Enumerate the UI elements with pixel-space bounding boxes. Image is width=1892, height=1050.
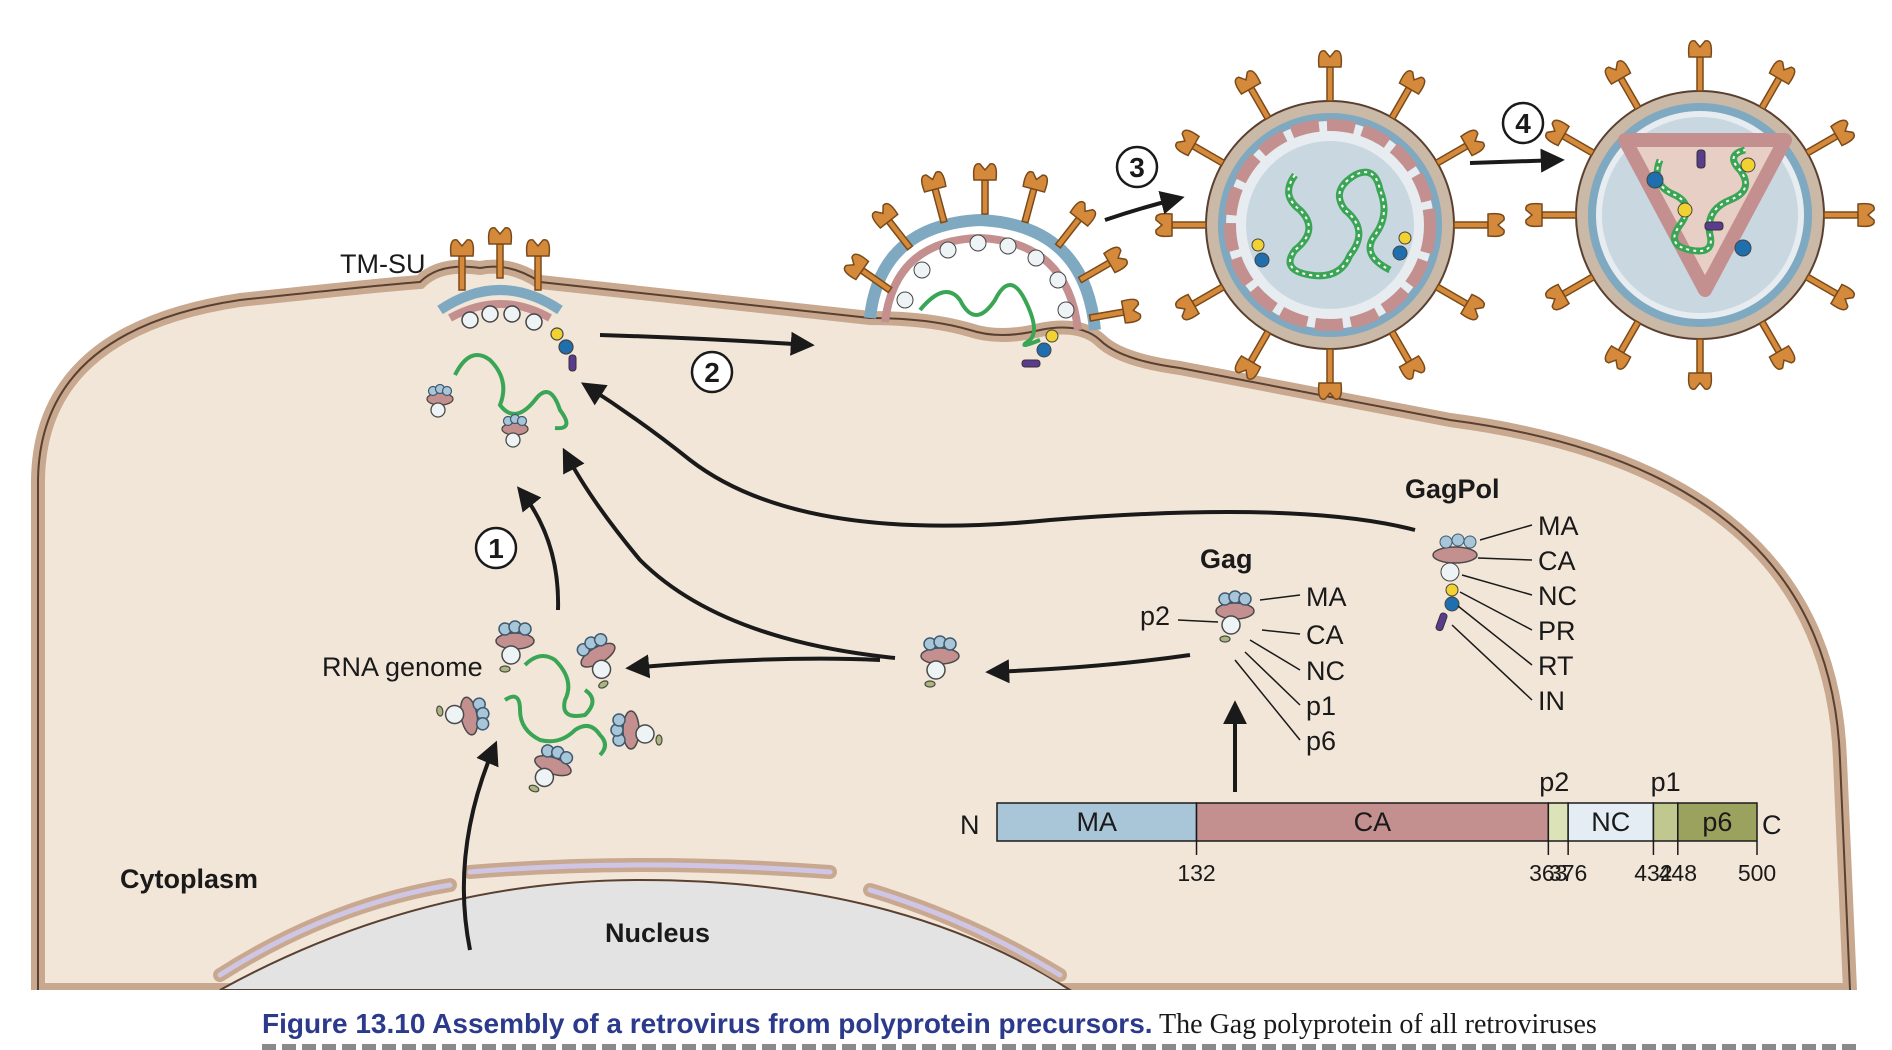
gagpol-ca-label: CA <box>1538 546 1576 576</box>
bar-segment-p2 <box>1547 802 1569 842</box>
arrow-free-gag-to-rna <box>625 654 881 679</box>
step-3-marker: 3 <box>1115 145 1159 189</box>
bar-segment-ma <box>996 802 1198 842</box>
bar-segment-ca <box>1195 802 1550 842</box>
step-1-label: 1 <box>488 533 504 564</box>
arrow-step4 <box>1469 148 1565 173</box>
gag-label: Gag <box>1200 544 1253 574</box>
gag-molecule <box>1177 590 1301 741</box>
gag-p1-label: p1 <box>1306 691 1336 721</box>
mature-virion <box>1525 40 1875 390</box>
nucleus <box>219 878 1074 991</box>
bar-tick-label: 132 <box>1177 860 1215 886</box>
gagpol-molecule <box>1432 524 1533 701</box>
arrow-gagpol-to-site <box>580 382 1416 532</box>
caption-title: Figure 13.10 Assembly of a retrovirus fr… <box>262 1008 1153 1039</box>
arrow-rna-to-site <box>517 486 561 611</box>
bar-label-ca: CA <box>1354 807 1392 837</box>
rna-strand <box>453 353 569 431</box>
arrows <box>461 148 1565 951</box>
gagpol-in-label: IN <box>1538 686 1565 716</box>
immature-virion <box>1155 50 1505 400</box>
step-2-marker: 2 <box>690 350 734 394</box>
step-3-label: 3 <box>1129 152 1145 183</box>
bar-label-p1: p1 <box>1651 767 1681 797</box>
gag-ma-label: MA <box>1306 582 1347 612</box>
arrow-step3 <box>1104 191 1185 222</box>
arrow-gag-to-free-gag <box>985 653 1191 684</box>
step-1-marker: 1 <box>474 526 518 570</box>
arrow-step2 <box>599 331 815 356</box>
step-2-label: 2 <box>704 357 720 388</box>
rna-genome-label: RNA genome <box>322 652 483 682</box>
budding-virion <box>841 163 1143 368</box>
labels: TM-SU RNA genome Cytoplasm Nucleus Gag G… <box>120 249 1579 948</box>
bar-c-terminus-label: C <box>1762 810 1782 840</box>
arrow-nucleus-to-rna <box>461 740 499 951</box>
gagpol-label: GagPol <box>1405 474 1500 504</box>
budding-site <box>426 227 577 448</box>
step-markers: 1 2 3 4 <box>474 101 1545 570</box>
tm-su-label: TM-SU <box>340 249 425 279</box>
bar-n-terminus-label: N <box>960 810 980 840</box>
bar-segment-p6 <box>1677 802 1758 842</box>
rna-genome <box>503 654 607 757</box>
bar-label-nc: NC <box>1591 807 1630 837</box>
bar-tick-label: 448 <box>1659 860 1697 886</box>
step-4-label: 4 <box>1515 108 1531 139</box>
gag-p6-label: p6 <box>1306 726 1336 756</box>
gag-ca-label: CA <box>1306 620 1344 650</box>
nucleus-label: Nucleus <box>605 918 710 948</box>
step-4-marker: 4 <box>1501 101 1545 145</box>
gagpol-nc-label: NC <box>1538 581 1577 611</box>
arrow-gag-to-site <box>562 447 896 660</box>
bar-segment-p1 <box>1652 802 1679 842</box>
gagpol-pr-label: PR <box>1538 616 1576 646</box>
figure-caption: Figure 13.10 Assembly of a retrovirus fr… <box>262 1008 1862 1041</box>
bar-label-p6: p6 <box>1702 807 1732 837</box>
gag-p2-label: p2 <box>1140 601 1170 631</box>
caption-continuation <box>262 1044 1862 1050</box>
bar-tick-label: 363 <box>1529 860 1567 886</box>
bar-label-ma: MA <box>1077 807 1118 837</box>
bar-label-p2: p2 <box>1539 767 1569 797</box>
cytoplasm-label: Cytoplasm <box>120 864 258 894</box>
bar-tick-label: 432 <box>1634 860 1672 886</box>
caption-body: The Gag polyprotein of all retroviruses <box>1152 1009 1597 1040</box>
gagpol-rt-label: RT <box>1538 651 1574 681</box>
bar-segment-nc <box>1567 802 1655 842</box>
bar-tick-label: 500 <box>1738 860 1776 886</box>
rna-genome-cluster <box>434 620 663 803</box>
gagpol-ma-label: MA <box>1538 511 1579 541</box>
bar-tick-label: 376 <box>1549 860 1587 886</box>
gag-nc-label: NC <box>1306 656 1345 686</box>
